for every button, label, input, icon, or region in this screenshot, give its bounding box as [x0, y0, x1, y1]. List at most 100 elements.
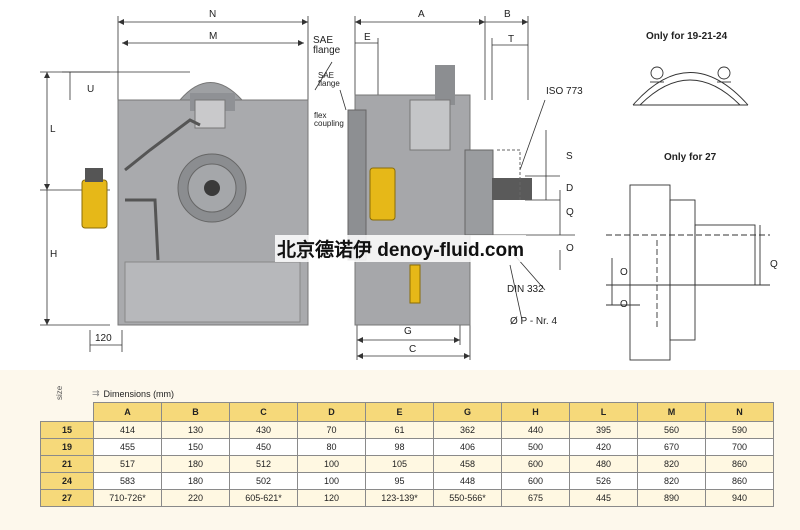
table-cell: 605-621*	[229, 489, 298, 507]
table-cell: 120	[297, 489, 366, 507]
table-cell: 560	[637, 421, 706, 439]
din-332-label: DIN 332	[507, 284, 544, 295]
table-cell: 406	[433, 438, 502, 456]
table-cell: 420	[569, 438, 638, 456]
detail-dim-Q: Q	[770, 259, 778, 270]
table-cell: 61	[365, 421, 434, 439]
dimensions-label: Dimensions (mm)	[103, 388, 175, 399]
dim-E: E	[364, 32, 371, 43]
table-cell: 670	[637, 438, 706, 456]
table-cell: 450	[229, 438, 298, 456]
table-corner	[41, 403, 94, 422]
table-header-row: A B C D E G H L M N	[41, 402, 774, 422]
table-cell: 458	[433, 455, 502, 473]
table-cell: 105	[365, 455, 434, 473]
table-row: 21 517 180 512 100 105 458 600 480 820 8…	[40, 455, 774, 473]
dim-120: 120	[95, 333, 112, 344]
table-cell: 98	[365, 438, 434, 456]
table-cell: 500	[501, 438, 570, 456]
table-cell: 583	[93, 472, 162, 490]
only-27-label: Only for 27	[664, 152, 717, 163]
table-cell: 820	[637, 472, 706, 490]
table-cell: 123-139*	[365, 489, 434, 507]
table-cell: 710-726*	[93, 489, 162, 507]
col-header: B	[161, 402, 230, 422]
col-header: M	[637, 402, 706, 422]
table-cell: 414	[93, 421, 162, 439]
size-cell: 21	[40, 455, 94, 473]
iso-773-label: ISO 773	[546, 86, 583, 97]
col-header: G	[433, 402, 502, 422]
dimension-table: A B C D E G H L M N 15 414 130 430 70 61…	[40, 402, 774, 507]
dim-C: C	[409, 344, 417, 355]
col-header: E	[365, 402, 434, 422]
dim-N: N	[209, 9, 217, 20]
table-cell: 502	[229, 472, 298, 490]
table-cell: 362	[433, 421, 502, 439]
dim-U: U	[87, 84, 95, 95]
col-header: D	[297, 402, 366, 422]
table-row: 15 414 130 430 70 61 362 440 395 560 590	[40, 421, 774, 439]
table-cell: 480	[569, 455, 638, 473]
drawing-svg	[40, 16, 770, 361]
dim-M: M	[209, 31, 218, 42]
op-nr4-label: Ø P - Nr. 4	[510, 316, 558, 327]
table-cell: 180	[161, 472, 230, 490]
gearbox-front-view	[81, 82, 309, 326]
flex-coupling-label: flex coupling	[314, 111, 344, 128]
table-cell: 440	[501, 421, 570, 439]
col-header: C	[229, 402, 298, 422]
col-header: L	[569, 402, 638, 422]
table-cell: 512	[229, 455, 298, 473]
dim-S: S	[566, 151, 573, 162]
size-cell: 19	[40, 438, 94, 456]
table-cell: 517	[93, 455, 162, 473]
detail-27	[606, 184, 770, 361]
table-cell: 700	[705, 438, 774, 456]
table-row: 19 455 150 450 80 98 406 500 420 670 700	[40, 438, 774, 456]
table-cell: 550-566*	[433, 489, 502, 507]
dim-T: T	[508, 34, 515, 45]
gearbox-side-view	[347, 65, 532, 326]
dim-G: G	[404, 326, 412, 337]
technical-drawing: N M U L H 120 A B E T S D Q O G C SAE fl…	[0, 0, 800, 370]
detail-19-21-24	[632, 66, 749, 106]
table-cell: 455	[93, 438, 162, 456]
size-cell: 15	[40, 421, 94, 439]
table-cell: 860	[705, 472, 774, 490]
table-cell: 526	[569, 472, 638, 490]
col-header: A	[93, 402, 162, 422]
col-header: N	[705, 402, 774, 422]
sae-flange-label-2: SAE flange	[318, 71, 340, 88]
dimensions-heading: ⇉ Dimensions (mm)	[92, 388, 174, 399]
table-cell: 180	[161, 455, 230, 473]
table-cell: 940	[705, 489, 774, 507]
detail-dim-O1: O	[620, 267, 628, 278]
size-axis-label: size	[55, 385, 64, 400]
sae-flange-label: SAE flange	[313, 35, 341, 56]
table-cell: 590	[705, 421, 774, 439]
double-arrow-icon: ⇉	[92, 388, 100, 398]
table-cell: 395	[569, 421, 638, 439]
table-cell: 150	[161, 438, 230, 456]
table-cell: 600	[501, 455, 570, 473]
table-cell: 95	[365, 472, 434, 490]
detail-dim-O2: O	[620, 299, 628, 310]
table-row: 27 710-726* 220 605-621* 120 123-139* 55…	[40, 489, 774, 507]
dim-A: A	[418, 9, 425, 20]
table-cell: 220	[161, 489, 230, 507]
dim-H: H	[50, 249, 58, 260]
size-cell: 27	[40, 489, 94, 507]
only-19-21-24-label: Only for 19-21-24	[646, 31, 728, 42]
table-cell: 100	[297, 455, 366, 473]
table-row: 24 583 180 502 100 95 448 600 526 820 86…	[40, 472, 774, 490]
table-cell: 445	[569, 489, 638, 507]
table-cell: 860	[705, 455, 774, 473]
dim-L: L	[50, 124, 56, 135]
table-cell: 890	[637, 489, 706, 507]
size-cell: 24	[40, 472, 94, 490]
table-cell: 100	[297, 472, 366, 490]
table-cell: 448	[433, 472, 502, 490]
table-cell: 130	[161, 421, 230, 439]
table-cell: 70	[297, 421, 366, 439]
